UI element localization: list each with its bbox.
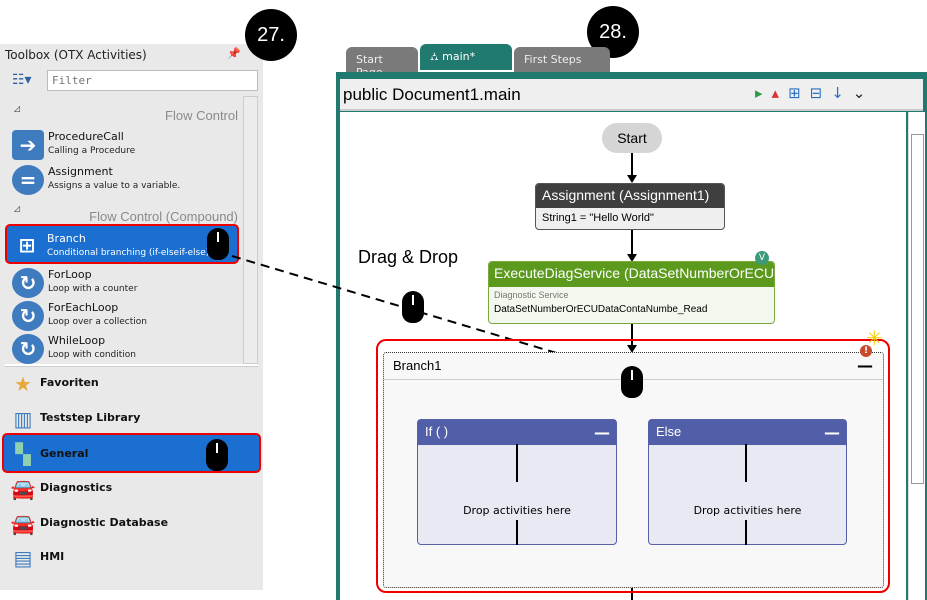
mouse-icon <box>206 439 228 471</box>
item-name: ProcedureCall <box>48 130 124 143</box>
item-name: ForLoop <box>48 268 92 281</box>
mouse-icon <box>207 228 229 260</box>
item-name: WhileLoop <box>48 334 106 347</box>
books-icon: ▥ <box>13 407 33 431</box>
toolbar: ▸▴⊞⊟↓⌄ <box>755 84 874 102</box>
drag-path <box>231 255 601 367</box>
toolbox-panel: Toolbox (OTX Activities) 📌 ☷▾ ◿ Flow Con… <box>0 44 263 590</box>
else-title: Else <box>649 420 846 445</box>
node-title: Assignment (Assignment1) <box>536 184 724 208</box>
start-node[interactable]: Start <box>602 123 662 153</box>
star-icon: ★ <box>14 372 32 396</box>
add-parameter-icon[interactable]: ▸ <box>755 84 772 102</box>
node-title: ExecuteDiagService (DataSetNumberOrECUDa… <box>489 262 774 287</box>
collapse-button[interactable]: — <box>824 423 840 442</box>
mouse-icon <box>621 366 643 398</box>
category-label: HMI <box>40 550 65 563</box>
item-name: ForEachLoop <box>48 301 119 314</box>
collapse-icon[interactable]: ◿ <box>14 104 21 113</box>
node-value: DataSetNumberOrECUDataContaNumbe_Read <box>494 304 708 315</box>
scrollbar-thumb[interactable] <box>911 134 924 484</box>
collapse-button[interactable]: — <box>594 423 610 442</box>
collapse-icon[interactable]: ◿ <box>14 204 21 213</box>
branch-highlight <box>376 339 890 593</box>
item-desc: Loop with a counter <box>48 284 138 294</box>
item-desc: Assigns a value to a variable. <box>48 181 181 191</box>
category-label: Favoriten <box>40 376 99 389</box>
category-diagnostic-database[interactable]: 🚘 Diagnostic Database <box>4 507 262 541</box>
sparkle-icon: ✳ <box>866 326 883 350</box>
tab-label: main* <box>442 50 476 63</box>
view-toggle-icon[interactable]: ☷▾ <box>12 72 32 88</box>
equals-icon: = <box>12 165 44 195</box>
loop-icon: ↻ <box>12 268 44 298</box>
scrollbar[interactable] <box>243 96 258 364</box>
designer-header: public Document1.main ▸▴⊞⊟↓⌄ <box>340 79 923 111</box>
error-icon: ! <box>860 345 872 357</box>
car-icon: 🚘 <box>10 477 36 501</box>
item-desc: Calling a Procedure <box>48 146 136 156</box>
toolbox-title: Toolbox (OTX Activities) <box>5 48 147 62</box>
category-label: Teststep Library <box>40 411 141 424</box>
group-header: Flow Control <box>165 108 238 123</box>
item-desc: Loop with condition <box>48 350 137 360</box>
splitter[interactable] <box>5 364 258 367</box>
blocks-icon: ▚ <box>15 442 31 466</box>
tab-first-steps[interactable]: First Steps <box>514 47 610 73</box>
validation-badge: V <box>755 251 769 265</box>
assignment-node[interactable]: Assignment (Assignment1) String1 = "Hell… <box>535 183 725 230</box>
pin-icon[interactable]: 📌 <box>227 47 241 60</box>
execdiagservice-node[interactable]: ExecuteDiagService (DataSetNumberOrECUDa… <box>488 261 775 324</box>
tab-main[interactable]: ⛼ main* <box>420 44 512 70</box>
car-database-icon: 🚘 <box>10 512 36 536</box>
drop-hint: Drop activities here <box>693 504 802 517</box>
category-label: General <box>40 447 89 460</box>
drag-drop-label: Drag & Drop <box>358 247 459 267</box>
node-label: Diagnostic Service <box>494 290 569 300</box>
filter-input[interactable] <box>47 70 258 91</box>
category-favoriten[interactable]: ★ Favoriten <box>4 367 262 401</box>
mouse-icon <box>402 291 424 323</box>
loop-icon: ↻ <box>12 334 44 364</box>
category-teststep-library[interactable]: ▥ Teststep Library <box>4 402 262 436</box>
collapse-button[interactable]: — <box>857 356 873 375</box>
vertical-scrollbar[interactable] <box>908 112 925 600</box>
callout-27: 27. <box>245 9 297 61</box>
loop-icon: ↻ <box>12 301 44 331</box>
if-title: If ( ) <box>418 420 616 445</box>
chevron-down-icon[interactable]: ⌄ <box>852 84 875 102</box>
item-desc: Conditional branching (if-elseif-else) <box>47 248 210 258</box>
node-body: String1 = "Hello World" <box>542 212 654 224</box>
remove-parameter-icon[interactable]: ▴ <box>771 84 789 102</box>
item-desc: Loop over a collection <box>48 317 147 327</box>
document-title: public Document1.main <box>343 85 521 104</box>
remove-block-icon[interactable]: ⊟ <box>809 84 832 102</box>
item-name: Branch <box>47 232 86 245</box>
if-section[interactable]: If ( )— Drop activities here <box>417 419 617 545</box>
arrow-right-icon: ➔ <box>12 130 44 160</box>
item-name: Assignment <box>48 165 113 178</box>
category-general[interactable]: ▚ General <box>2 433 261 473</box>
add-block-icon[interactable]: ⊞ <box>788 84 810 102</box>
drop-hint: Drop activities here <box>463 504 571 517</box>
category-label: Diagnostics <box>40 481 113 494</box>
branch-icon: ⊞ <box>18 233 36 257</box>
arrow-down-icon[interactable]: ↓ <box>831 84 853 102</box>
window-icon: ▤ <box>13 546 33 570</box>
hierarchy-icon: ⛼ <box>430 50 443 63</box>
else-section[interactable]: Else— Drop activities here <box>648 419 847 545</box>
category-diagnostics[interactable]: 🚘 Diagnostics <box>4 472 262 506</box>
category-hmi[interactable]: ▤ HMI <box>4 541 262 575</box>
group-header: Flow Control (Compound) <box>89 209 238 224</box>
category-label: Diagnostic Database <box>40 516 169 529</box>
